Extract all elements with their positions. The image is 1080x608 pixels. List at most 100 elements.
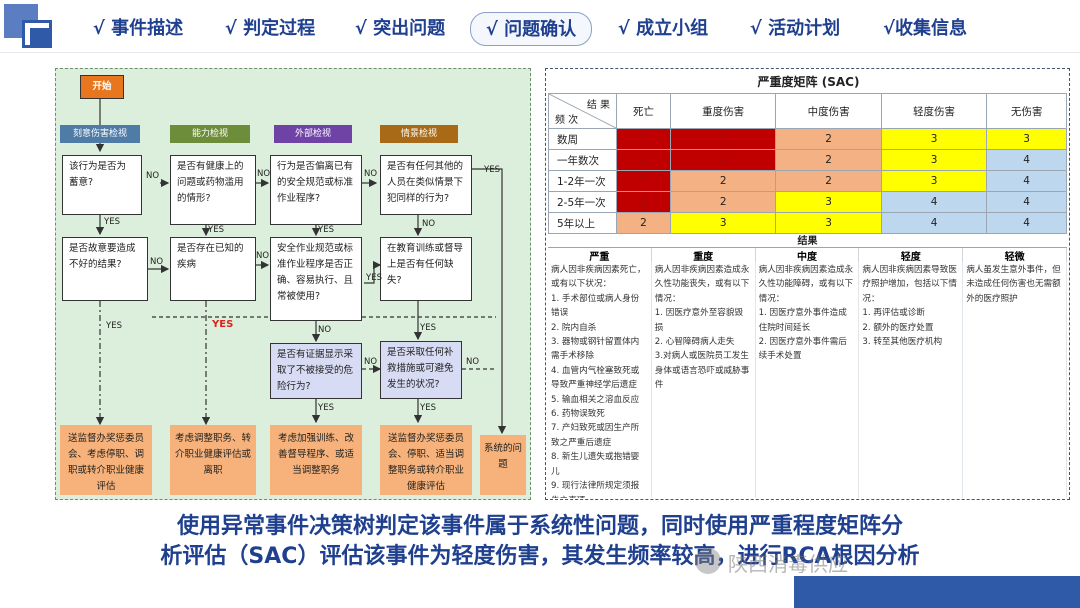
tab-highlight-issues[interactable]: √ 突出问题 — [354, 18, 446, 39]
tab-form-team[interactable]: √ 成立小组 — [617, 18, 709, 39]
sac-col-none: 无伤害 — [986, 93, 1067, 129]
nav-divider — [0, 52, 1080, 53]
sac-score-cell: 4 — [880, 212, 988, 234]
sac-score-cell: 2 — [616, 212, 671, 234]
label-yes-q4: YES — [484, 165, 500, 175]
sac-score-cell: 3 — [880, 149, 988, 171]
sac-score-cell: 2 — [669, 191, 777, 213]
question-training-text: 在教育训练或督导上是否有任何缺失? — [387, 243, 464, 286]
outcome-committee-suspend: 送监督办奖惩委员会、停职、适当调整职务或转介职业健康评估 — [380, 425, 472, 495]
label-yes-q10: YES — [420, 403, 436, 413]
question-intentional: 该行为是否为蓄意? — [62, 155, 142, 215]
question-remedy-text: 是否采取任何补救措施或可避免发生的状况? — [387, 347, 454, 390]
label-no-q3: NO — [364, 169, 378, 179]
question-deviation: 行为是否偏离已有的安全规范或标准作业程序? — [270, 155, 362, 225]
tab-activity-plan[interactable]: √ 活动计划 — [749, 18, 841, 39]
sac-score-cell: 2 — [775, 170, 882, 192]
question-bad-result: 是否故意要造成不好的结果? — [62, 237, 148, 301]
question-others: 是否有任何其他的人员在类似情景下犯同样的行为? — [380, 155, 472, 215]
result-head-minor: 轻微 — [963, 248, 1067, 263]
corner-result-label: 结 果 — [586, 100, 610, 111]
start-node: 开始 — [80, 75, 124, 99]
watermark-icon — [695, 548, 721, 574]
question-risky-behavior: 是否有证据显示采取了不被接受的危险行为? — [270, 343, 362, 399]
corner-decoration-inner — [30, 28, 52, 48]
column-head-situation: 情景检视 — [380, 125, 458, 143]
label-no-q6: NO — [256, 251, 270, 261]
column-head-external: 外部检视 — [274, 125, 352, 143]
sac-score-cell: 3 — [669, 212, 777, 234]
question-training: 在教育训练或督导上是否有任何缺失? — [380, 237, 472, 301]
sac-score-cell: 3 — [775, 212, 882, 234]
caption-line-1: 使用异常事件决策树判定该事件属于系统性问题，同时使用严重程度矩阵分 — [176, 514, 903, 539]
sac-score-cell: 2 — [775, 128, 882, 150]
label-no-q2: NO — [257, 169, 271, 179]
sac-score-cell: 1 — [616, 128, 671, 150]
sac-score-cell: 1 — [616, 170, 671, 192]
sac-score-cell: 3 — [880, 170, 988, 192]
label-yes-q2: YES — [208, 225, 224, 235]
sac-col-mild: 轻度伤害 — [880, 93, 988, 129]
sac-score-cell: 4 — [986, 212, 1067, 234]
caption-line-2: 析评估（SAC）评估该事件为轻度伤害，其发生频率较高，进行RCA根因分析 — [160, 544, 920, 569]
question-risky-behavior-text: 是否有证据显示采取了不被接受的危险行为? — [277, 349, 354, 392]
sac-score-cell: 3 — [880, 128, 988, 150]
label-no-q9: NO — [364, 357, 378, 367]
question-known-disease-text: 是否存在已知的疾病 — [177, 243, 244, 270]
step-nav: √ 事件描述 √ 判定过程 √ 突出问题 √ 问题确认 √ 成立小组 √ 活动计… — [60, 6, 1070, 48]
column-head-capability: 能力检视 — [170, 125, 250, 143]
outcome-system-problem: 系统的问题 — [480, 435, 526, 495]
corner-frequency-label: 频 次 — [555, 115, 579, 126]
question-remedy: 是否采取任何补救措施或可避免发生的状况? — [380, 341, 462, 399]
sac-result-section: 结果 严重 重度 中度 轻度 轻微 病人因非疾病因素死亡，或有以下状况： 1. … — [548, 235, 1067, 498]
label-yes-q1: YES — [104, 217, 120, 227]
tab-judgment-process[interactable]: √ 判定过程 — [224, 18, 316, 39]
sac-frequency-cell: 2-5年一次 — [548, 191, 617, 213]
sac-score-cell: 4 — [986, 191, 1067, 213]
tab-event-description[interactable]: √ 事件描述 — [92, 18, 184, 39]
label-yes-q5: YES — [106, 321, 122, 331]
sac-header-row: 结 果 频 次 死亡 重度伤害 中度伤害 轻度伤害 无伤害 — [548, 93, 1067, 129]
label-no-q5: NO — [150, 257, 164, 267]
result-columns: 病人因非疾病因素死亡，或有以下状况： 1. 手术部位或病人身份错误 2. 院内自… — [548, 262, 1067, 498]
result-text-mild: 病人因非疾病因素导致医疗照护增加，包括以下情况： 1. 再评估或诊断 2. 额外… — [859, 262, 964, 498]
sac-score-cell: 1 — [616, 149, 671, 171]
sac-score-cell: 4 — [880, 191, 988, 213]
sac-frequency-cell: 数周 — [548, 128, 617, 150]
sac-score-cell: 2 — [669, 170, 777, 192]
result-head-mild: 轻度 — [859, 248, 964, 263]
sac-score-cell: 4 — [986, 170, 1067, 192]
outcome-committee-review: 送监督办奖惩委员会、考虑停职、调职或转介职业健康评估 — [60, 425, 152, 495]
sac-frequency-cell: 一年数次 — [548, 149, 617, 171]
tab-problem-confirmation[interactable]: √ 问题确认 — [470, 12, 592, 46]
tab-collect-info[interactable]: √收集信息 — [882, 18, 967, 39]
sac-score-cell: 1 — [616, 191, 671, 213]
sac-score-cell: 2 — [775, 149, 882, 171]
watermark-text: 陕西消毒供应 — [728, 552, 848, 576]
sac-score-cell: 1 — [669, 149, 777, 171]
outcome-strengthen-training: 考虑加强训练、改善督导程序、或适当调整职务 — [270, 425, 362, 495]
question-known-disease: 是否存在已知的疾病 — [170, 237, 256, 301]
sac-col-moderate: 中度伤害 — [775, 93, 882, 129]
column-head-intent: 刻意伤害检视 — [60, 125, 140, 143]
slide-caption: 使用异常事件决策树判定该事件属于系统性问题，同时使用严重程度矩阵分 析评估（SA… — [0, 512, 1080, 572]
result-head-critical: 严重 — [548, 248, 652, 263]
result-head-moderate: 中度 — [756, 248, 860, 263]
label-yes-q9: YES — [318, 403, 334, 413]
question-health-text: 是否有健康上的问题或药物滥用的情形? — [177, 161, 244, 204]
question-others-text: 是否有任何其他的人员在类似情景下犯同样的行为? — [387, 161, 464, 204]
label-no-q7: NO — [318, 325, 332, 335]
label-no-q1: NO — [146, 171, 160, 181]
sac-score-cell: 3 — [986, 128, 1067, 150]
sac-corner-cell: 结 果 频 次 — [548, 93, 617, 129]
corner-diagonal — [549, 94, 616, 128]
result-heads: 严重 重度 中度 轻度 轻微 — [548, 248, 1067, 263]
sac-frequency-cell: 5年以上 — [548, 212, 617, 234]
sac-col-severe: 重度伤害 — [669, 93, 777, 129]
sac-matrix-panel: 严重度矩阵 (SAC) 结 果 频 次 死亡 重度伤害 中度伤害 轻度伤害 无伤… — [545, 68, 1070, 500]
label-yes-q7: YES — [366, 273, 382, 283]
question-sop-correct-text: 安全作业规范或标准作业程序是否正确、容易执行、且常被使用? — [277, 243, 354, 302]
